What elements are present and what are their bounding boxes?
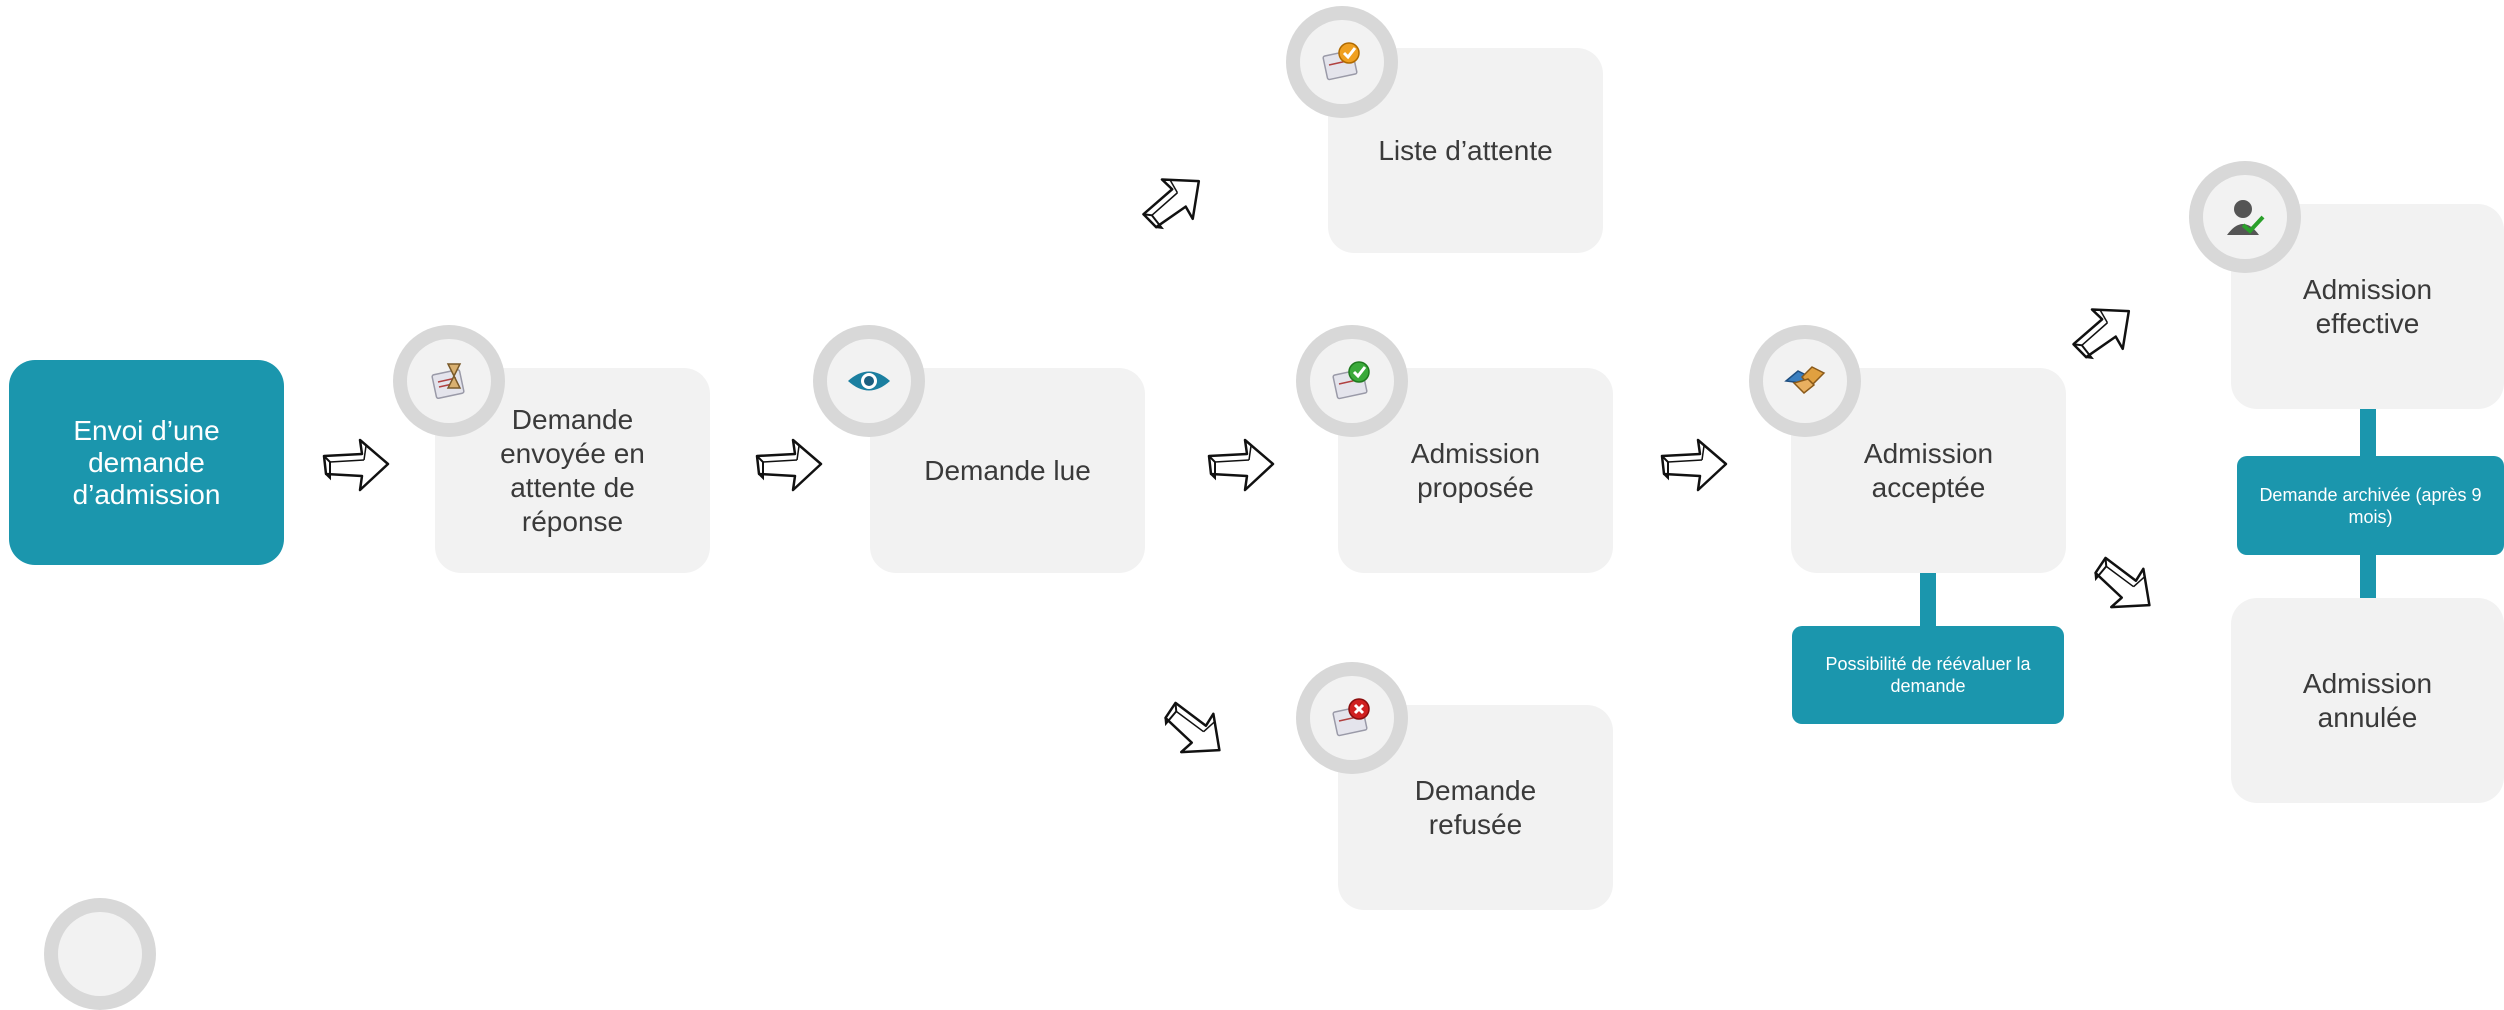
step-lue-badge (813, 325, 925, 437)
arrow-up-right-icon (1140, 170, 1210, 232)
step-refusee-badge (1296, 662, 1408, 774)
step-annulee: Admission annulée (2231, 598, 2504, 803)
connector-line (2360, 555, 2376, 599)
step-liste-attente-label: Liste d’attente (1378, 134, 1553, 166)
step-attente-reponse-label: Demande envoyée en attente de réponse (500, 403, 645, 537)
arrow-right-icon (1207, 438, 1275, 492)
connector-line (1920, 573, 1936, 627)
step-effective-badge (2189, 161, 2301, 273)
step-envoi: Envoi d’une demande d’admission (9, 360, 284, 565)
note-reevaluer: Possibilité de réévaluer la demande (1792, 626, 2064, 724)
step-lue: Demande lue (870, 368, 1145, 573)
step-lue-label: Demande lue (924, 454, 1091, 486)
user-check-icon (2227, 200, 2265, 235)
step-liste-attente-badge (1286, 6, 1398, 118)
note-reevaluer-label: Possibilité de réévaluer la demande (1825, 654, 2031, 696)
arrow-right-icon (1660, 438, 1728, 492)
handshake-icon (1784, 366, 1826, 395)
step-proposee-badge (1296, 325, 1408, 437)
eye-icon (848, 371, 890, 391)
rejected-document-icon (1332, 698, 1370, 737)
arrow-right-icon (322, 438, 390, 492)
step-annulee-label: Admission annulée (2302, 667, 2433, 733)
hourglass-document-icon (431, 363, 465, 400)
connector-line (2360, 409, 2376, 457)
step-proposee-label: Admission proposée (1410, 437, 1541, 503)
check-document-icon (1332, 361, 1370, 400)
step-attente-reponse-badge (393, 325, 505, 437)
arrow-down-right-icon (1160, 700, 1230, 762)
arrow-down-right-icon (2090, 555, 2160, 617)
step-acceptee-badge (1749, 325, 1861, 437)
step-acceptee-label: Admission acceptée (1863, 437, 1994, 503)
step-effective-label: Admission effective (2302, 273, 2433, 339)
checklist-icon (1322, 42, 1360, 81)
step-refusee-label: Demande refusée (1414, 774, 1537, 840)
arrow-right-icon (755, 438, 823, 492)
arrow-up-right-icon (2070, 300, 2140, 362)
note-archivee-label: Demande archivée (après 9 mois) (2259, 484, 2482, 527)
step-envoi-label: Envoi d’une demande d’admission (72, 414, 221, 510)
partial-badge (44, 898, 156, 1010)
note-archivee: Demande archivée (après 9 mois) (2237, 456, 2504, 555)
step-attente-reponse: Demande envoyée en attente de réponse (435, 368, 710, 573)
